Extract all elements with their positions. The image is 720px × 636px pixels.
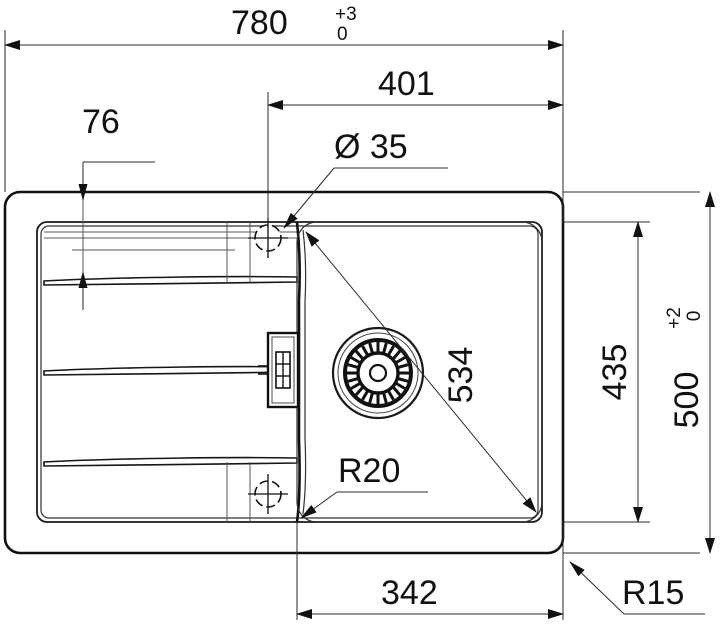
- bowl-width-dimension: 342: [296, 574, 564, 619]
- overall-width-tol-lower: 0: [337, 24, 348, 45]
- overflow-outlet: [258, 331, 300, 409]
- drainboard-groove: [43, 275, 298, 286]
- diagonal-value: 534: [442, 347, 480, 404]
- drainboard-groove: [43, 456, 298, 467]
- overall-height-value: 500: [668, 372, 706, 429]
- ledge-depth-dimension: 76: [72, 103, 235, 310]
- tap-hole-upper-marker: [248, 218, 288, 258]
- ledge-depth-value: 76: [82, 103, 120, 141]
- outer-corner-radius-value: R15: [622, 574, 684, 612]
- tap-hole-diameter-value: Ø 35: [334, 128, 408, 166]
- cutout-height-value: 435: [596, 344, 634, 401]
- bowl-offset-dimension: 401: [267, 65, 564, 110]
- overall-height-tol-upper: +2: [664, 307, 685, 329]
- tap-hole-lower-marker: [248, 474, 288, 514]
- overall-width-value: 780: [231, 4, 288, 42]
- diagonal-dimension: 534: [305, 231, 537, 513]
- overall-width-tol-upper: +3: [335, 4, 357, 25]
- tap-hole-diameter: Ø 35: [283, 128, 448, 229]
- bowl-width-value: 342: [381, 574, 438, 612]
- bowl-offset-value: 401: [378, 65, 435, 103]
- drainboard-area: [43, 222, 298, 522]
- sink-outer-outline: [3, 190, 565, 555]
- overall-height-dimension: 500 +2 0: [664, 191, 715, 554]
- outer-corner-radius: R15: [569, 561, 705, 615]
- bowl-corner-radius: R20: [300, 452, 428, 519]
- drain-strainer: [331, 326, 425, 420]
- overall-width-dimension: 780 +3 0: [4, 4, 564, 50]
- overall-height-tol-lower: 0: [684, 311, 705, 322]
- bowl-corner-radius-value: R20: [338, 452, 400, 490]
- cutout-height-dimension: 435: [596, 221, 643, 523]
